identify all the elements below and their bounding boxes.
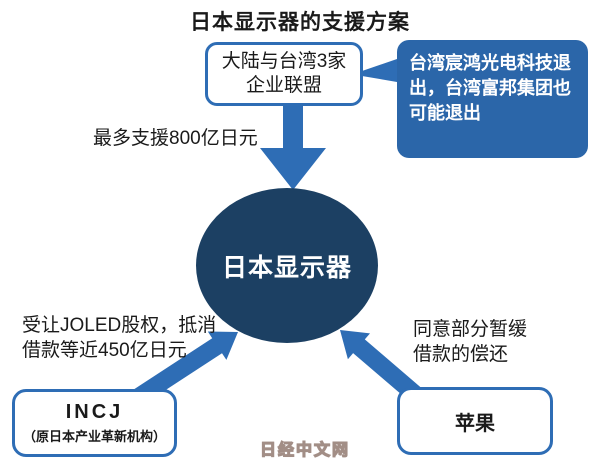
incj-node: INCJ （原日本产业革新机构） — [12, 389, 177, 457]
alliance-node: 大陆与台湾3家 企业联盟 — [205, 42, 363, 106]
diagram-title: 日本显示器的支援方案 — [190, 11, 410, 34]
taiwan-note-node: 台湾宸鸿光电科技退出，台湾富邦集团也可能退出 — [397, 40, 588, 158]
incj-subtitle: （原日本产业革新机构） — [22, 429, 166, 444]
connector-alliance-to-note — [362, 59, 397, 82]
arrow-alliance-to-jdi-icon — [260, 106, 326, 190]
jdi-label: 日本显示器 — [221, 253, 352, 282]
edge-label-alliance-to-jdi: 最多支援800亿日元 — [93, 128, 258, 149]
watermark: 日经中文网 — [259, 441, 351, 459]
jdi-node: 日本显示器 — [196, 188, 378, 343]
edge-label-apple-to-jdi: 同意部分暂缓 借款的偿还 — [413, 319, 528, 365]
apple-node: 苹果 — [397, 387, 553, 455]
incj-name: INCJ — [65, 401, 124, 423]
edge-label-incj-to-jdi: 受让JOLED股权，抵消 借款等近450亿日元 — [22, 315, 217, 361]
